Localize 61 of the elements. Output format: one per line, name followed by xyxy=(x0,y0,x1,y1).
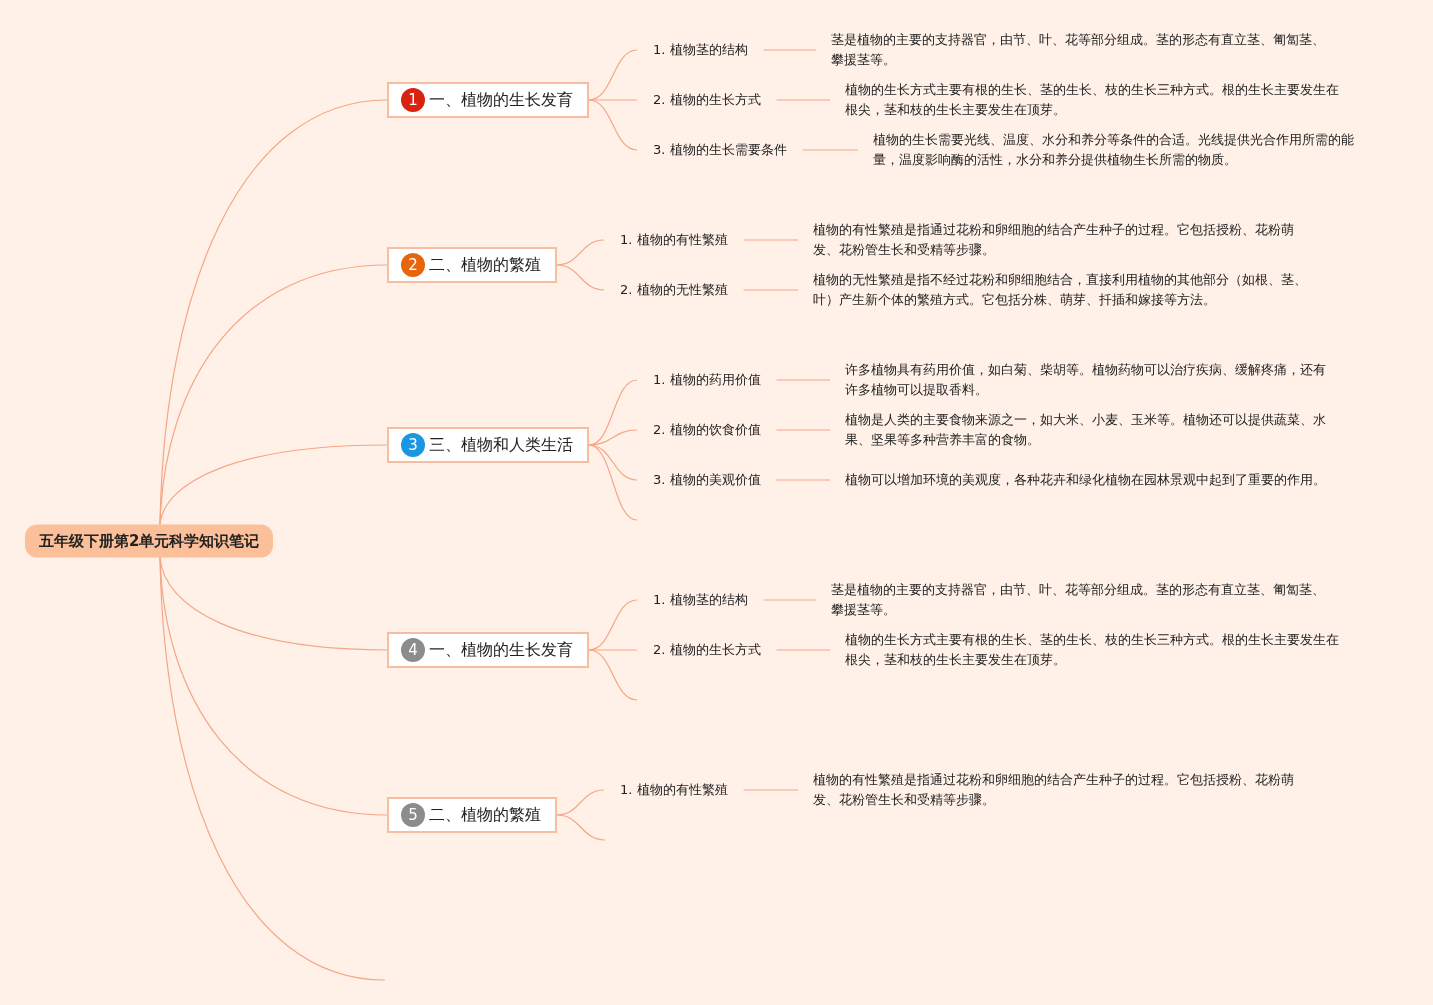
subtopic-label: 3. 植物的美观价值 xyxy=(637,467,777,493)
subtopic-label: 3. 植物的生长需要条件 xyxy=(637,137,803,163)
branch-line xyxy=(556,789,605,816)
subtopic-label: 1. 植物的药用价值 xyxy=(637,367,777,393)
subtopic-label: 2. 植物的无性繁殖 xyxy=(604,277,744,303)
branch-line xyxy=(159,264,388,526)
branch-line xyxy=(159,444,388,526)
branch-line xyxy=(159,556,386,981)
branch-line xyxy=(775,649,831,651)
branch-line xyxy=(775,379,831,381)
description-text: 植物的生长需要光线、温度、水分和养分等条件的合适。光线提供光合作用所需的能量，温度影响酶的活性，水分和养分提供植物生长所需的物质。 xyxy=(858,130,1373,170)
subtopic-label: 2. 植物的生长方式 xyxy=(637,87,777,113)
topic-label: 一、植物的生长发育 xyxy=(429,639,573,661)
branch-line xyxy=(588,99,638,101)
topic-box xyxy=(387,82,589,118)
branch-line xyxy=(588,99,638,151)
description-text: 植物是人类的主要食物来源之一，如大米、小麦、玉米等。植物还可以提供蔬菜、水果、坚果等多种营养丰富的食物。 xyxy=(830,410,1335,450)
topic-box xyxy=(387,632,589,668)
description-text: 植物的有性繁殖是指通过花粉和卵细胞的结合产生种子的过程。它包括授粉、花粉萌发、花粉管生长和受精等步骤。 xyxy=(798,220,1313,260)
topic-label: 一、植物的生长发育 xyxy=(429,89,573,111)
branch-line xyxy=(801,149,859,151)
number-badge: 4 xyxy=(401,638,425,662)
subtopic-label: 1. 植物的有性繁殖 xyxy=(604,777,744,803)
central-topic: 五年级下册第2单元科学知识笔记 xyxy=(25,524,274,558)
branch-line xyxy=(556,264,605,291)
description-text: 许多植物具有药用价值，如白菊、柴胡等。植物药物可以治疗疾病、缓解疼痛，还有许多植物可以提取香料。 xyxy=(830,360,1335,400)
branch-line xyxy=(775,429,831,431)
subtopic-label: 1. 植物茎的结构 xyxy=(637,37,764,63)
description-text: 植物的有性繁殖是指通过花粉和卵细胞的结合产生种子的过程。它包括授粉、花粉萌发、花粉管生长和受精等步骤。 xyxy=(798,770,1313,810)
number-badge: 5 xyxy=(401,803,425,827)
branch-line xyxy=(742,289,799,291)
branch-line xyxy=(556,814,606,841)
topic-box xyxy=(387,427,589,463)
branch-line xyxy=(742,789,799,791)
branch-line xyxy=(762,49,817,51)
topic-box xyxy=(387,247,557,283)
number-badge: 3 xyxy=(401,433,425,457)
branch-line xyxy=(588,444,638,521)
branch-line xyxy=(556,239,605,266)
branch-line xyxy=(588,649,638,651)
subtopic-label: 2. 植物的生长方式 xyxy=(637,637,777,663)
description-text: 植物可以增加环境的美观度，各种花卉和绿化植物在园林景观中起到了重要的作用。 xyxy=(830,470,1335,490)
subtopic-label: 1. 植物茎的结构 xyxy=(637,587,764,613)
description-text: 茎是植物的主要的支持器官，由节、叶、花等部分组成。茎的形态有直立茎、匍匐茎、攀援茎等。 xyxy=(816,30,1331,70)
description-text: 植物的生长方式主要有根的生长、茎的生长、枝的生长三种方式。根的生长主要发生在根尖，茎和枝的生长主要发生在顶芽。 xyxy=(830,630,1345,670)
number-badge: 1 xyxy=(401,88,425,112)
number-badge: 2 xyxy=(401,253,425,277)
branch-line xyxy=(775,99,831,101)
subtopic-label: 1. 植物的有性繁殖 xyxy=(604,227,744,253)
topic-label: 二、植物的繁殖 xyxy=(429,804,541,826)
description-text: 植物的生长方式主要有根的生长、茎的生长、枝的生长三种方式。根的生长主要发生在根尖，茎和枝的生长主要发生在顶芽。 xyxy=(830,80,1345,120)
topic-label: 三、植物和人类生活 xyxy=(429,434,573,456)
topic-label: 二、植物的繁殖 xyxy=(429,254,541,276)
topic-box xyxy=(387,797,557,833)
branch-line xyxy=(588,649,638,701)
branch-line xyxy=(742,239,799,241)
description-text: 植物的无性繁殖是指不经过花粉和卵细胞结合，直接利用植物的其他部分（如根、茎、叶）产生新个体的繁殖方式。它包括分株、萌芽、扦插和嫁接等方法。 xyxy=(798,270,1313,310)
subtopic-label: 2. 植物的饮食价值 xyxy=(637,417,777,443)
description-text: 茎是植物的主要的支持器官，由节、叶、花等部分组成。茎的形态有直立茎、匍匐茎、攀援茎等。 xyxy=(816,580,1331,620)
branch-line xyxy=(775,479,831,481)
branch-line xyxy=(762,599,817,601)
